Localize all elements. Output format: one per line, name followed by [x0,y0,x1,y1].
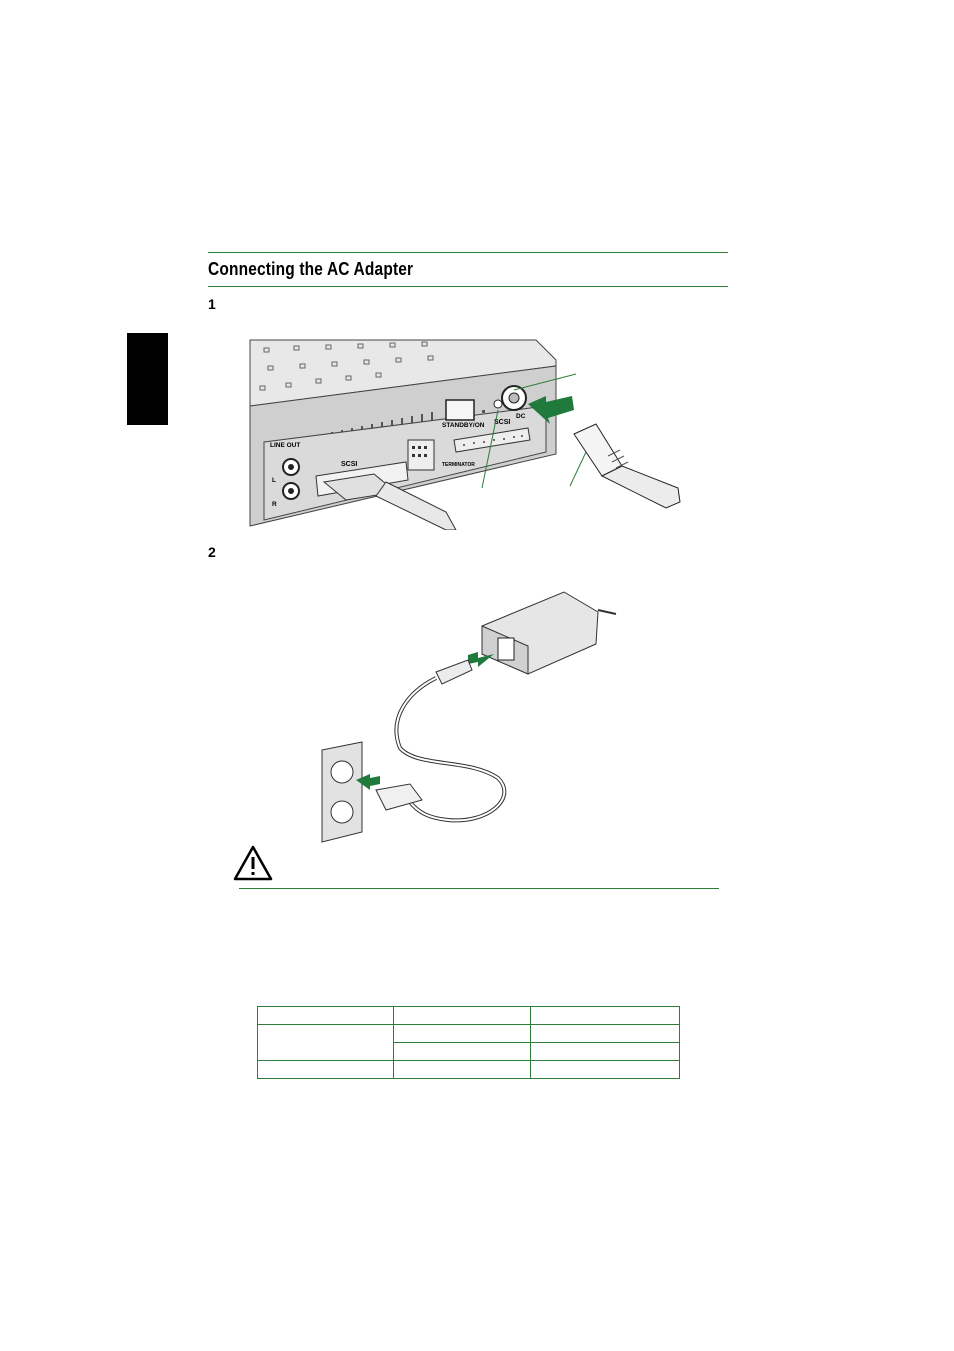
line-out-label: LINE OUT [270,442,300,449]
rear-panel-illustration: LINE OUT L R SCSI TERMINATOR SCSI STANDB… [249,339,681,530]
table-cell [393,1024,531,1043]
table-cell [393,1042,531,1061]
table-cell [393,1060,531,1079]
left-channel-label: L [272,477,276,484]
caution-rule [239,888,719,889]
table-cell [530,1024,680,1043]
standby-on-label: STANDBY/ON [442,422,485,429]
warning-triangle-icon [233,845,273,881]
dc-label: DC [516,413,526,420]
ac-adapter-illustration [321,591,617,843]
right-channel-label: R [272,501,277,508]
insert-arrow-icon [528,396,574,424]
table-cell [257,1024,394,1061]
terminator-label: TERMINATOR [442,462,475,468]
table-cell [257,1006,394,1025]
scsi-left-label: SCSI [341,461,357,468]
table-row [257,1006,680,1025]
title-top-rule [208,252,728,253]
side-thumb-tab [127,333,168,425]
table-row [258,1042,680,1061]
outlet-insert-arrow-icon [356,774,380,790]
table-cell [530,1060,680,1079]
title-bottom-rule [208,286,728,287]
adapter-insert-arrow-icon [468,652,494,667]
table-cell [257,1060,394,1079]
table-cell [530,1006,680,1025]
step-number-2: 2 [208,544,216,560]
step-number-1: 1 [208,296,216,312]
table-row [257,1060,680,1079]
table-cell [530,1042,680,1061]
scsi-right-label: SCSI [494,419,510,426]
spec-table [257,1006,680,1079]
table-cell [393,1006,531,1025]
table-row [257,1024,680,1061]
section-title: Connecting the AC Adapter [208,259,414,279]
